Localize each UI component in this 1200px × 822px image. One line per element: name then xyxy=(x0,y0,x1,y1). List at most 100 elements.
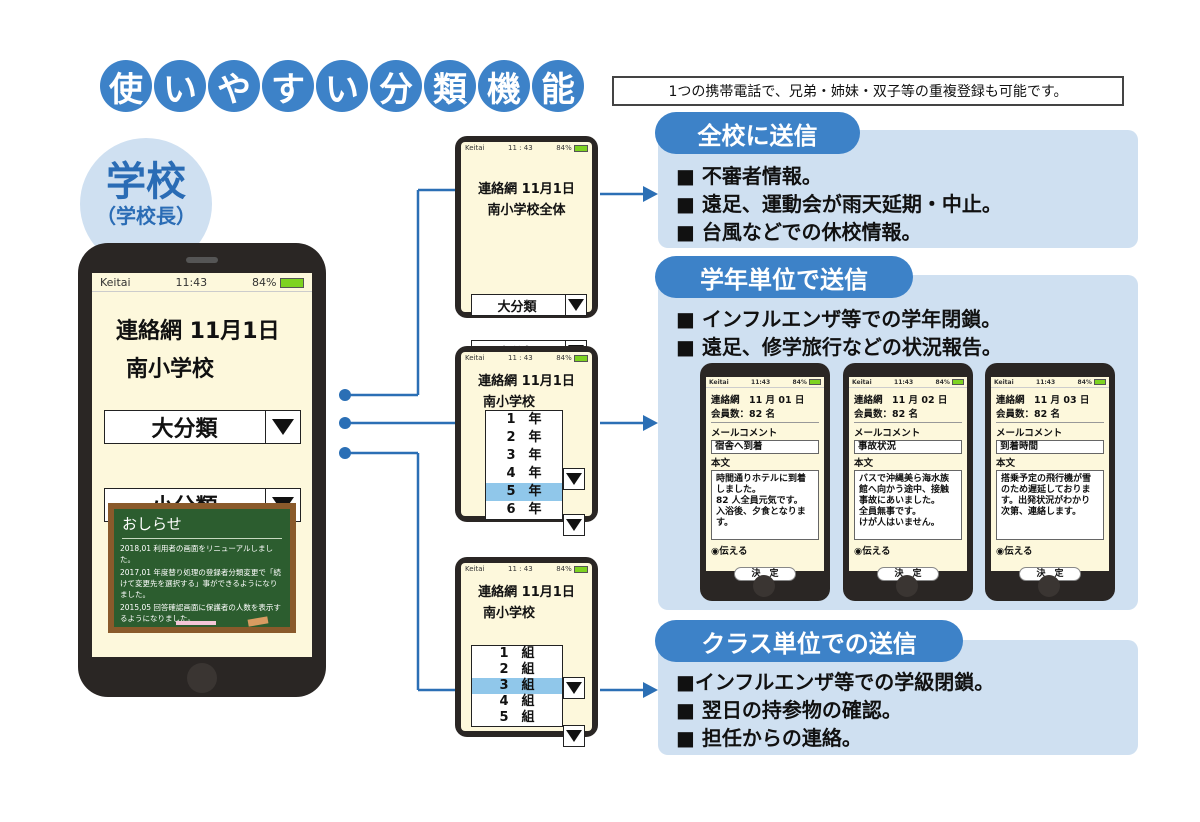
note-box: 1つの携帯電話で、兄弟・姉妹・双子等の重複登録も可能です。 xyxy=(612,76,1124,106)
main-date: 連絡網 11月1日 xyxy=(116,319,280,344)
title-char: い xyxy=(154,60,206,112)
chevron-down-icon[interactable] xyxy=(563,514,585,536)
battery-indicator: 84% xyxy=(556,354,588,362)
comment-label: メールコメント xyxy=(854,428,921,439)
battery-indicator: 84% xyxy=(556,565,588,573)
notice-title: おしらせ xyxy=(122,515,182,533)
chevron-down-icon[interactable] xyxy=(563,725,585,747)
class-option[interactable]: 5 組 xyxy=(499,710,535,725)
arrow-head xyxy=(643,415,658,431)
comment-label: メールコメント xyxy=(711,428,778,439)
comment-label: メールコメント xyxy=(996,428,1063,439)
chevron-down-icon[interactable] xyxy=(563,468,585,490)
title-char: や xyxy=(208,60,260,112)
home-button[interactable] xyxy=(896,575,918,597)
battery-icon xyxy=(1093,379,1106,385)
tell-radio[interactable]: ◉伝える xyxy=(711,546,748,557)
connector-dot xyxy=(339,447,351,459)
speaker xyxy=(186,257,218,263)
phone-b-date: 連絡網 11月1日 xyxy=(478,374,575,389)
body-label: 本文 xyxy=(711,458,731,469)
message-date: 連絡網 11 月 02 日 xyxy=(854,395,948,406)
tell-radio[interactable]: ◉伝える xyxy=(996,546,1033,557)
section-head-class: クラス単位での送信 xyxy=(655,620,963,662)
section-item: ■ 遠足、修学旅行などの状況報告。 xyxy=(676,335,1002,359)
main-phone: Keitai 11:43 84% 連絡網 11月1日 南小学校 大分類 小分類 … xyxy=(78,243,326,697)
connector-dot xyxy=(339,389,351,401)
grade-option[interactable]: 3 年 xyxy=(506,448,542,463)
comment-field[interactable]: 到着時間 xyxy=(996,440,1104,454)
school-label: 学校 xyxy=(106,159,186,205)
phone-a-date: 連絡網 11月1日 xyxy=(478,182,575,197)
section-item: ■インフルエンザ等での学級閉鎖。 xyxy=(676,670,995,694)
member-count: 会員数：82 名 xyxy=(996,409,1061,420)
home-button[interactable] xyxy=(187,663,217,693)
body-label: 本文 xyxy=(854,458,874,469)
home-button[interactable] xyxy=(753,575,775,597)
class-option[interactable]: 3 組 xyxy=(472,678,562,694)
chevron-down-icon xyxy=(565,295,586,315)
notice-item: 2015,05 回答確認画面に保護者の人数を表示するようになりました。 xyxy=(120,603,281,623)
notice-board: おしらせ 2018,01 利用者の画面をリニューアルしました。2017,01 年… xyxy=(108,503,296,633)
notice-item: 2018,01 利用者の画面をリニューアルしました。 xyxy=(120,544,274,564)
arrow-head xyxy=(643,186,658,202)
grade-option[interactable]: 1 年 xyxy=(506,412,542,427)
phone-b-school: 南小学校 xyxy=(483,395,536,410)
page-title: 使いやすい分類機能 xyxy=(100,60,584,116)
battery-indicator: 84% xyxy=(936,379,964,386)
major-select[interactable]: 大分類 xyxy=(471,294,587,316)
class-option[interactable]: 2 組 xyxy=(499,662,535,677)
battery-indicator: 84% xyxy=(793,379,821,386)
home-button[interactable] xyxy=(1038,575,1060,597)
grade-option[interactable]: 2 年 xyxy=(506,430,542,445)
comment-field[interactable]: 宿舎へ到着 xyxy=(711,440,819,454)
signal-carrier: Keitai xyxy=(100,275,131,289)
major-select[interactable]: 大分類 xyxy=(104,410,301,444)
section-item: ■ 遠足、運動会が雨天延期・中止。 xyxy=(676,192,1002,216)
main-school-name: 南小学校 xyxy=(126,357,215,382)
chevron-down-icon xyxy=(265,411,300,443)
tell-radio[interactable]: ◉伝える xyxy=(854,546,891,557)
class-option[interactable]: 4 組 xyxy=(499,694,535,709)
battery-icon xyxy=(574,354,588,362)
body-field[interactable]: 搭乗予定の飛行機が雪のため遅延しております。出発状況がわかり次第、連絡します。 xyxy=(996,470,1104,540)
title-char: 使 xyxy=(100,60,152,112)
battery-indicator: 84% xyxy=(1078,379,1106,386)
title-char: 分 xyxy=(370,60,422,112)
body-field[interactable]: 時間通りホテルに到着しました。 82 人全員元気です。 入浴後、夕食となります。 xyxy=(711,470,819,540)
grade-option[interactable]: 4 年 xyxy=(506,466,542,481)
grade-option[interactable]: 6 年 xyxy=(506,502,542,517)
section-item: ■ 不審者情報。 xyxy=(676,164,822,188)
body-field[interactable]: バスで沖縄美ら海水族館へ向かう途中、接触事故にあいました。 全員無事です。 けが… xyxy=(854,470,962,540)
panel-class-items: ■インフルエンザ等での学級閉鎖。■ 翌日の持参物の確認。■ 担任からの連絡。 xyxy=(658,640,1138,752)
battery-icon xyxy=(951,379,964,385)
battery-icon xyxy=(574,565,588,573)
class-option[interactable]: 1 組 xyxy=(499,646,535,661)
section-item: ■ インフルエンザ等での学年閉鎖。 xyxy=(676,307,1002,331)
notice-list: 2018,01 利用者の画面をリニューアルしました。2017,01 年度替り処理… xyxy=(114,539,290,630)
title-char: 能 xyxy=(532,60,584,112)
comment-field[interactable]: 事故状況 xyxy=(854,440,962,454)
message-date: 連絡網 11 月 01 日 xyxy=(711,395,805,406)
arrow-head xyxy=(643,682,658,698)
grade-option[interactable]: 5 年 xyxy=(486,483,562,501)
title-char: い xyxy=(316,60,368,112)
